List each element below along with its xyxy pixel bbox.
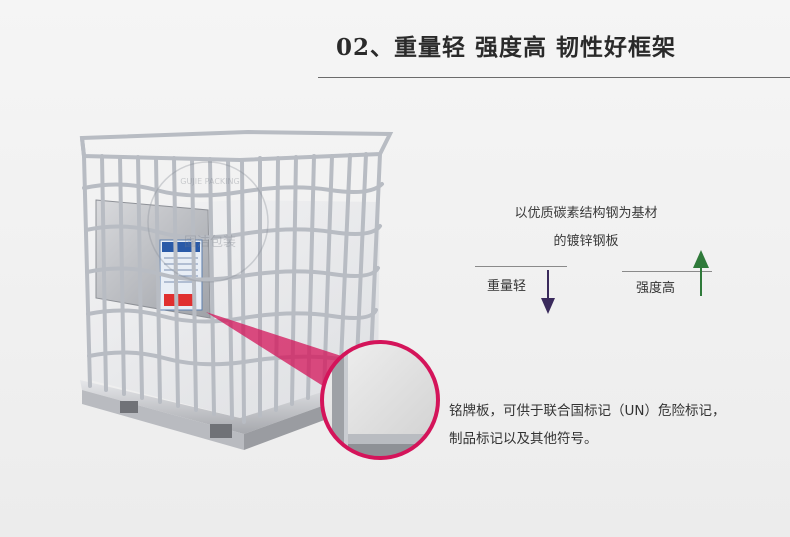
arrow-up-icon <box>693 250 709 296</box>
nameplate-note: 铭牌板，可供于联合国标记（UN）危险标记， 制品标记以及其他符号。 <box>449 397 779 453</box>
feature-light-weight-label: 重量轻 <box>487 279 527 294</box>
pallet-foot <box>210 424 232 438</box>
svg-text:固洁包装: 固洁包装 <box>184 235 236 250</box>
feature-high-strength-label: 强度高 <box>636 281 676 296</box>
svg-text:GUJIE PACKING: GUJIE PACKING <box>180 177 239 186</box>
feature-divider-strength <box>622 271 712 272</box>
title-underline <box>318 77 790 78</box>
nameplate-note-line-1: 铭牌板，可供于联合国标记（UN）危险标记， <box>449 403 726 419</box>
watermark-stamp: 固洁包装 GUJIE PACKING <box>147 161 269 283</box>
section-title: 02、重量轻 强度高 韧性好框架 <box>336 34 677 61</box>
material-description: 以优质碳素结构钢为基材 的镀锌钢板 <box>486 200 686 256</box>
arrow-down-icon <box>541 270 555 314</box>
material-line-1: 以优质碳素结构钢为基材 <box>514 206 658 221</box>
nameplate-zoom-detail <box>320 340 440 460</box>
feature-divider-weight <box>475 266 567 267</box>
section-header: 02、重量轻 强度高 韧性好框架 <box>0 0 790 80</box>
material-line-2: 的镀锌钢板 <box>553 234 619 249</box>
pallet-foot <box>120 401 138 413</box>
ibc-tank-illustration: 固洁包装 GUJIE PACKING <box>79 129 394 450</box>
callout-beam <box>206 312 360 398</box>
nameplate-note-line-2: 制品标记以及其他符号。 <box>449 431 598 447</box>
